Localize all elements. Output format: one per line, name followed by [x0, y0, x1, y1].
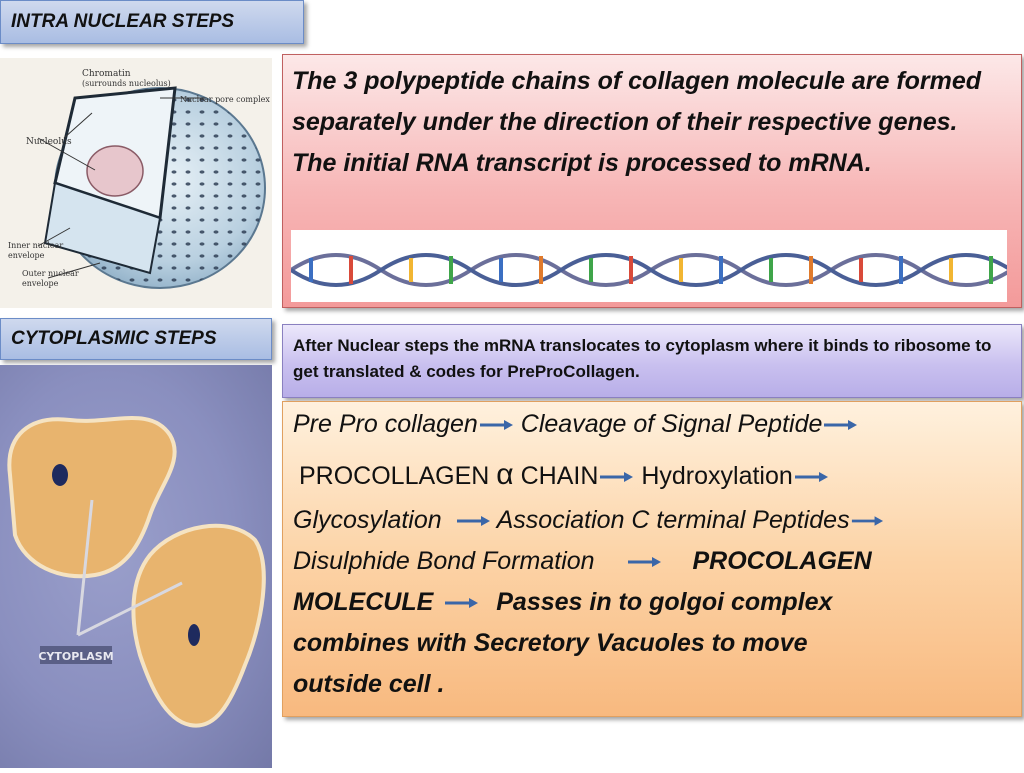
nucleus-illustration: Chromatin (surrounds nucleolus) Nuclear … — [0, 58, 272, 308]
step-passes-golgi: Passes in to golgoi complex — [496, 588, 833, 616]
cell-micrograph: CYTOPLASM — [0, 365, 272, 768]
cytoplasmic-description-box: After Nuclear steps the mRNA translocate… — [282, 324, 1022, 398]
pathway-line-7: outside cell . — [293, 670, 445, 698]
cytoplasm-label: CYTOPLASM — [38, 650, 113, 663]
step-pre-pro-collagen: Pre Pro collagen — [293, 410, 478, 438]
collagen-pathway-box: Pre Pro collagen Cleavage of Signal Pept… — [282, 401, 1022, 717]
nucleus-drawing: Chromatin (surrounds nucleolus) Nuclear … — [8, 69, 270, 289]
step-hydroxylation: Hydroxylation — [641, 462, 793, 490]
arrow-icon — [824, 420, 858, 431]
dna-helix-drawing — [289, 253, 1013, 287]
outer-envelope-label-1: Outer nuclear — [22, 269, 79, 278]
step-chain: CHAIN — [520, 462, 599, 490]
alpha-symbol: α — [496, 458, 514, 491]
cytoplasmic-description-text: After Nuclear steps the mRNA translocate… — [293, 336, 992, 381]
nucleolus-label: Nucleolus — [26, 137, 72, 147]
arrow-icon — [627, 557, 661, 568]
pathway-line-6: combines with Secretory Vacuoles to move — [293, 629, 808, 657]
arrow-icon — [456, 516, 490, 527]
inner-envelope-label-2: envelope — [8, 251, 45, 260]
arrow-icon — [600, 472, 634, 483]
step-cleavage: Cleavage of Signal Peptide — [520, 410, 823, 438]
pathway-line-3: Glycosylation Association C terminal Pep… — [293, 506, 884, 535]
arrow-icon — [794, 472, 828, 483]
chromatin-sub-label: (surrounds nucleolus) — [82, 79, 171, 88]
intranuclear-description-box: The 3 polypeptide chains of collagen mol… — [282, 54, 1022, 308]
cytoplasmic-steps-label: CYTOPLASMIC STEPS — [0, 318, 272, 360]
step-disulphide: Disulphide Bond Formation — [293, 547, 595, 575]
dna-helix-image — [289, 230, 1013, 302]
pathway-line-5: MOLECULE Passes in to golgoi complex — [293, 588, 832, 617]
pathway-line-4: Disulphide Bond Formation PROCOLAGEN — [293, 547, 872, 576]
step-glycosylation: Glycosylation — [293, 506, 442, 534]
step-association: Association C terminal Peptides — [496, 506, 850, 534]
cell-drawing: CYTOPLASM — [7, 416, 266, 728]
step-molecule: MOLECULE — [293, 588, 434, 616]
pathway-line-2: PROCOLLAGEN α CHAIN Hydroxylation — [299, 458, 829, 492]
outer-envelope-label-2: envelope — [22, 279, 59, 288]
step-procolagen: PROCOLAGEN — [692, 547, 872, 575]
intranuclear-description-text: The 3 polypeptide chains of collagen mol… — [292, 67, 982, 177]
inner-envelope-label-1: Inner nuclear — [8, 241, 63, 250]
arrow-icon — [851, 516, 883, 527]
pathway-line-1: Pre Pro collagen Cleavage of Signal Pept… — [293, 410, 858, 439]
intra-nuclear-steps-label: INTRA NUCLEAR STEPS — [0, 0, 304, 44]
arrow-icon — [445, 598, 479, 609]
chromatin-label: Chromatin — [82, 69, 131, 79]
step-procollagen: PROCOLLAGEN — [299, 462, 490, 490]
arrow-icon — [479, 420, 513, 431]
nuclear-pore-label: Nuclear pore complex — [180, 95, 270, 104]
